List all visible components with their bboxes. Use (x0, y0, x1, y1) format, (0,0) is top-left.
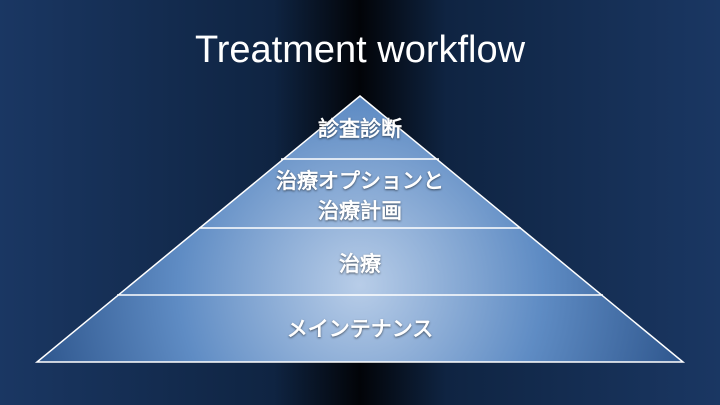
slide-title: Treatment workflow (194, 29, 526, 71)
tier-label-treatment-options: 治療オプションと (276, 169, 444, 193)
tier-label-treatment-plan: 治療計画 (318, 199, 402, 223)
tier-label-diagnosis: 診査診断 (318, 117, 402, 141)
tier-label-maintenance: メインテナンス (286, 317, 434, 341)
tier-label-treatment: 治療 (339, 252, 381, 276)
